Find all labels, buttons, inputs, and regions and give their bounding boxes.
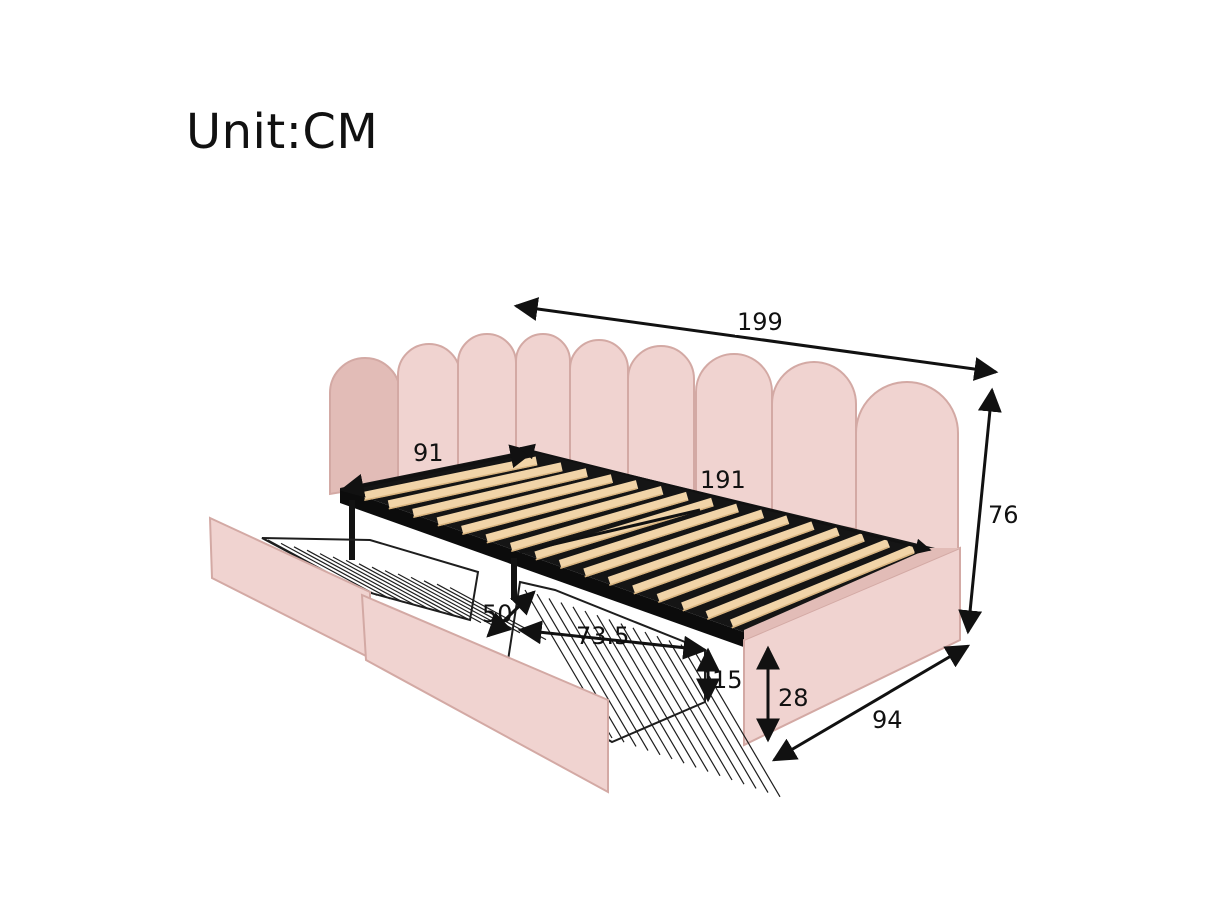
arrow-depth (771, 644, 971, 762)
drawer-front (360, 580, 781, 798)
dimension-arrows (339, 297, 1002, 762)
label-height: 76 (988, 501, 1019, 529)
slat (705, 539, 890, 620)
label-headboard-width: 91 (413, 439, 444, 467)
basket-wire (280, 542, 378, 596)
basket-wire (319, 553, 417, 607)
headboard-panel-right (627, 345, 695, 498)
unit-title: Unit:CM (186, 104, 379, 160)
arrow-total-length (513, 297, 999, 381)
label-drawer-height: 15 (712, 666, 743, 694)
basket-wire (644, 631, 733, 781)
arrow-drawer-length (517, 620, 708, 660)
arrow-height (958, 387, 1002, 635)
basket-wire (536, 593, 625, 743)
basket-wire (293, 546, 391, 600)
headboard-panel-right (771, 361, 857, 531)
drawer-front-front-panel (360, 593, 609, 794)
slat (730, 544, 916, 628)
label-side-rail-height: 28 (778, 684, 809, 712)
basket-wire (371, 566, 469, 620)
headboard-panel-right (855, 381, 959, 556)
dimension-labels: 199 91 191 76 94 28 50 73.5 15 (413, 305, 1019, 734)
basket-wire (397, 573, 495, 627)
basket-wire (680, 644, 769, 793)
basket-wire (656, 635, 745, 785)
frame-front-rail (340, 488, 752, 650)
basket-wire (384, 570, 482, 624)
basket-wire (358, 563, 456, 617)
basket-wire (306, 549, 404, 603)
headboard-panel-left (329, 357, 401, 496)
label-drawer-length: 73.5 (576, 622, 629, 650)
basket-wire (345, 559, 443, 613)
basket-wire (668, 640, 757, 789)
side-panel-top (744, 548, 960, 640)
label-slat-length: 191 (700, 466, 746, 494)
label-depth: 94 (872, 706, 903, 734)
slat-edge (706, 546, 889, 620)
headboard-panel-left (457, 333, 517, 472)
headboard-panel-right (569, 339, 629, 484)
arrow-slat-length (518, 443, 932, 555)
label-drawer-depth: 50 (482, 600, 513, 628)
label-total-length: 199 (737, 308, 783, 336)
slat-edge (731, 552, 914, 629)
arrow-headboard-width (339, 444, 535, 498)
arrow-drawer-depth (486, 590, 536, 638)
basket-wire (332, 556, 430, 610)
drawer-back (208, 516, 547, 660)
